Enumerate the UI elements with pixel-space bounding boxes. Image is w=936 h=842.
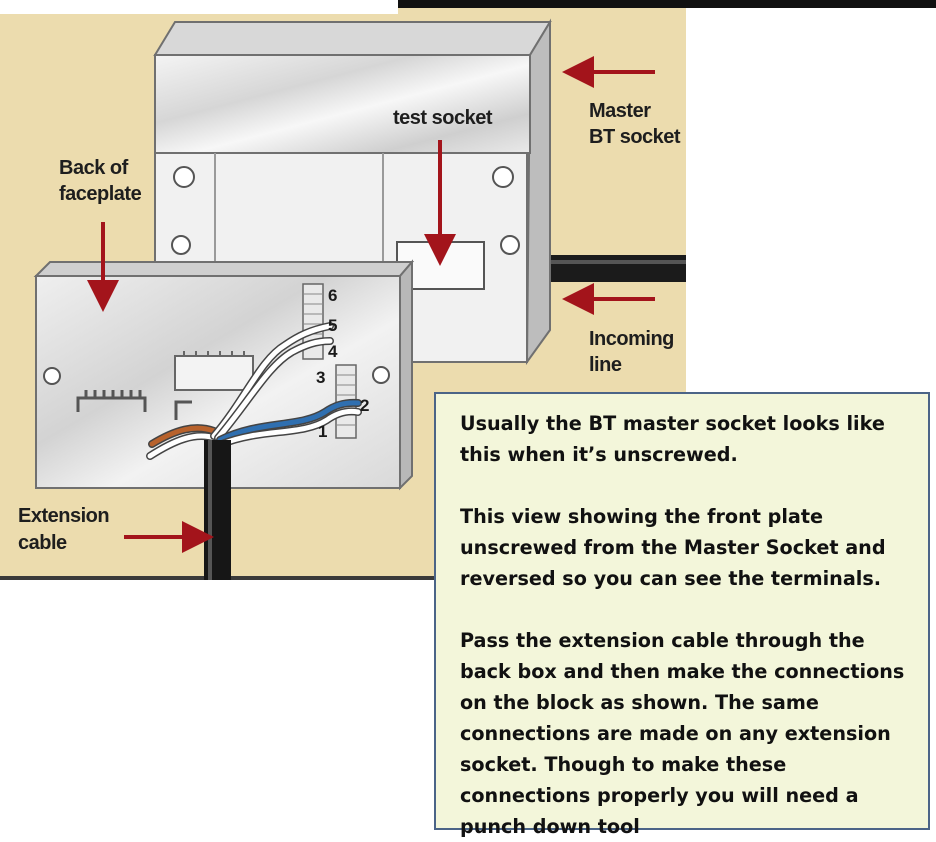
terminal-label-5: 5 <box>328 316 337 335</box>
note-paragraph-2: This view showing the front plate unscre… <box>460 505 886 590</box>
top-black-bar <box>398 0 936 8</box>
extension-wires <box>146 322 362 460</box>
note-paragraph-1: Usually the BT master socket looks like … <box>460 412 885 466</box>
bottom-border-line <box>0 576 686 580</box>
incoming-cable <box>548 255 686 282</box>
label-extension-line1: Extension <box>18 505 109 527</box>
terminal-label-3: 3 <box>316 368 325 387</box>
master-socket <box>153 18 552 366</box>
label-back-line1: Back of <box>59 157 129 179</box>
terminal-label-6: 6 <box>328 286 337 305</box>
terminal-label-4: 4 <box>328 342 338 361</box>
arrows <box>87 56 655 553</box>
label-incoming-line1: Incoming <box>589 328 674 350</box>
label-master-line2: BT socket <box>589 126 681 148</box>
label-test-socket: test socket <box>393 107 493 129</box>
label-back-line2: faceplate <box>59 183 142 205</box>
label-extension-line2: cable <box>18 532 67 554</box>
label-master-line1: Master <box>589 100 651 122</box>
terminal-label-1: 1 <box>318 422 327 441</box>
explanation-note: Usually the BT master socket looks like … <box>434 392 930 838</box>
terminal-label-2: 2 <box>360 396 369 415</box>
note-paragraph-3: Pass the extension cable through the bac… <box>460 629 905 838</box>
label-incoming-line2: line <box>589 354 622 376</box>
